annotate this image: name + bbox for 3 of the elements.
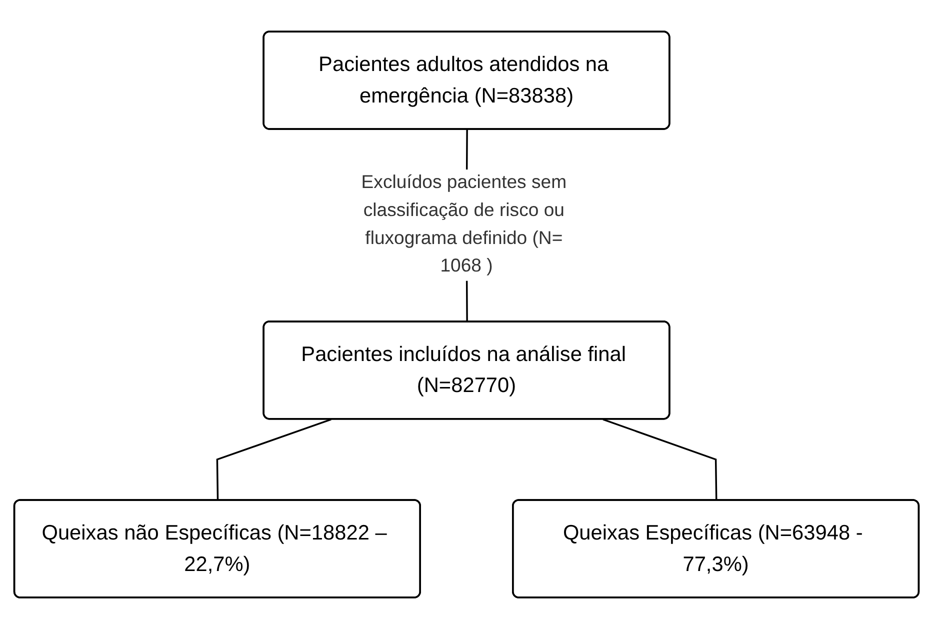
- edge-label: Excluídos pacientes sem classificação de risco ou fluxograma definido (N= 1068 ): [361, 173, 567, 276]
- connector: [602, 418, 718, 501]
- connector: [216, 418, 332, 501]
